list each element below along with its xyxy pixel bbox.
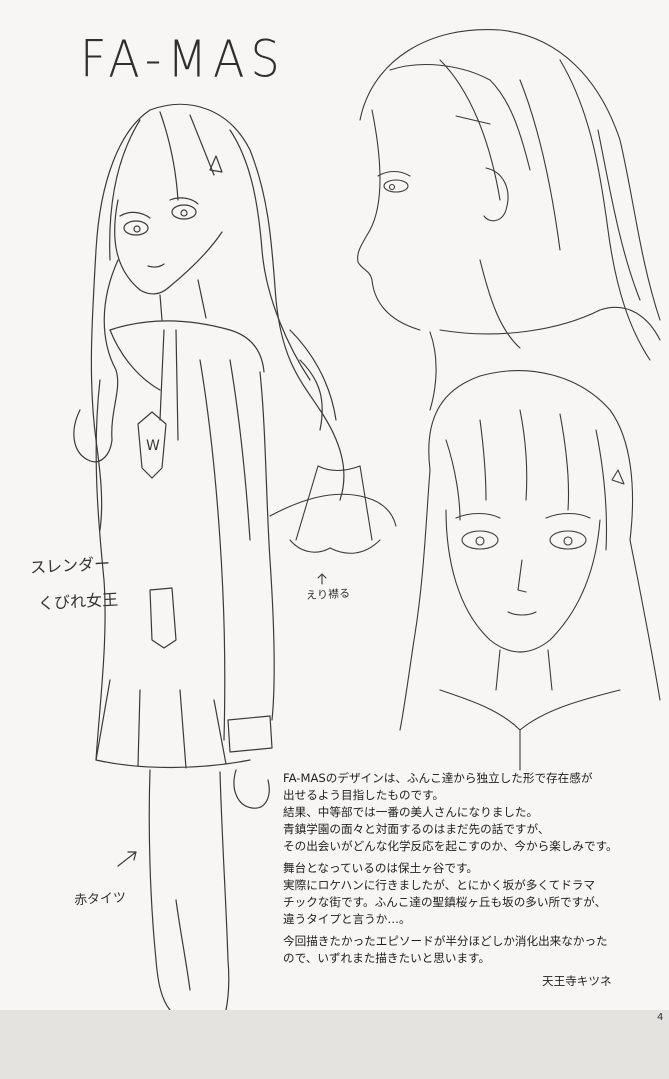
notes-paragraph: FA-MASのデザインは、ふんこ達から独立した形で存在感が 出せるよう目指したも… bbox=[283, 771, 618, 853]
profile-head bbox=[357, 28, 661, 411]
notes-paragraph: 今回描きたかったエピソードが半分ほどしか消化出来なかった ので、いずれまた描きた… bbox=[283, 934, 608, 965]
crest-emblem-letter: W bbox=[146, 438, 160, 454]
annotation-waist: くびれ女王 bbox=[37, 589, 119, 614]
author-notes: FA-MASのデザインは、ふんこ達から独立した形で存在感が 出せるよう目指したも… bbox=[283, 770, 663, 972]
annotation-slender: スレンダー bbox=[29, 553, 111, 578]
annotation-collar: えり襟る bbox=[305, 586, 351, 603]
page-margin bbox=[0, 1010, 669, 1079]
full-body-figure bbox=[73, 103, 345, 1010]
character-name-title: FA-MAS bbox=[80, 29, 286, 89]
page-number: 4 bbox=[657, 1012, 664, 1023]
annotation-tights: 赤タイツ bbox=[73, 890, 127, 909]
front-face-head bbox=[399, 370, 661, 771]
sketch-page bbox=[0, 0, 669, 1010]
collar-detail bbox=[269, 465, 397, 585]
notes-paragraph: 舞台となっているのは保土ヶ谷です。 実際にロケハンに行きましたが、とにかく坂が多… bbox=[283, 861, 607, 926]
author-signature: 天王寺キツネ bbox=[542, 974, 612, 988]
character-sketch: W bbox=[73, 28, 661, 1010]
